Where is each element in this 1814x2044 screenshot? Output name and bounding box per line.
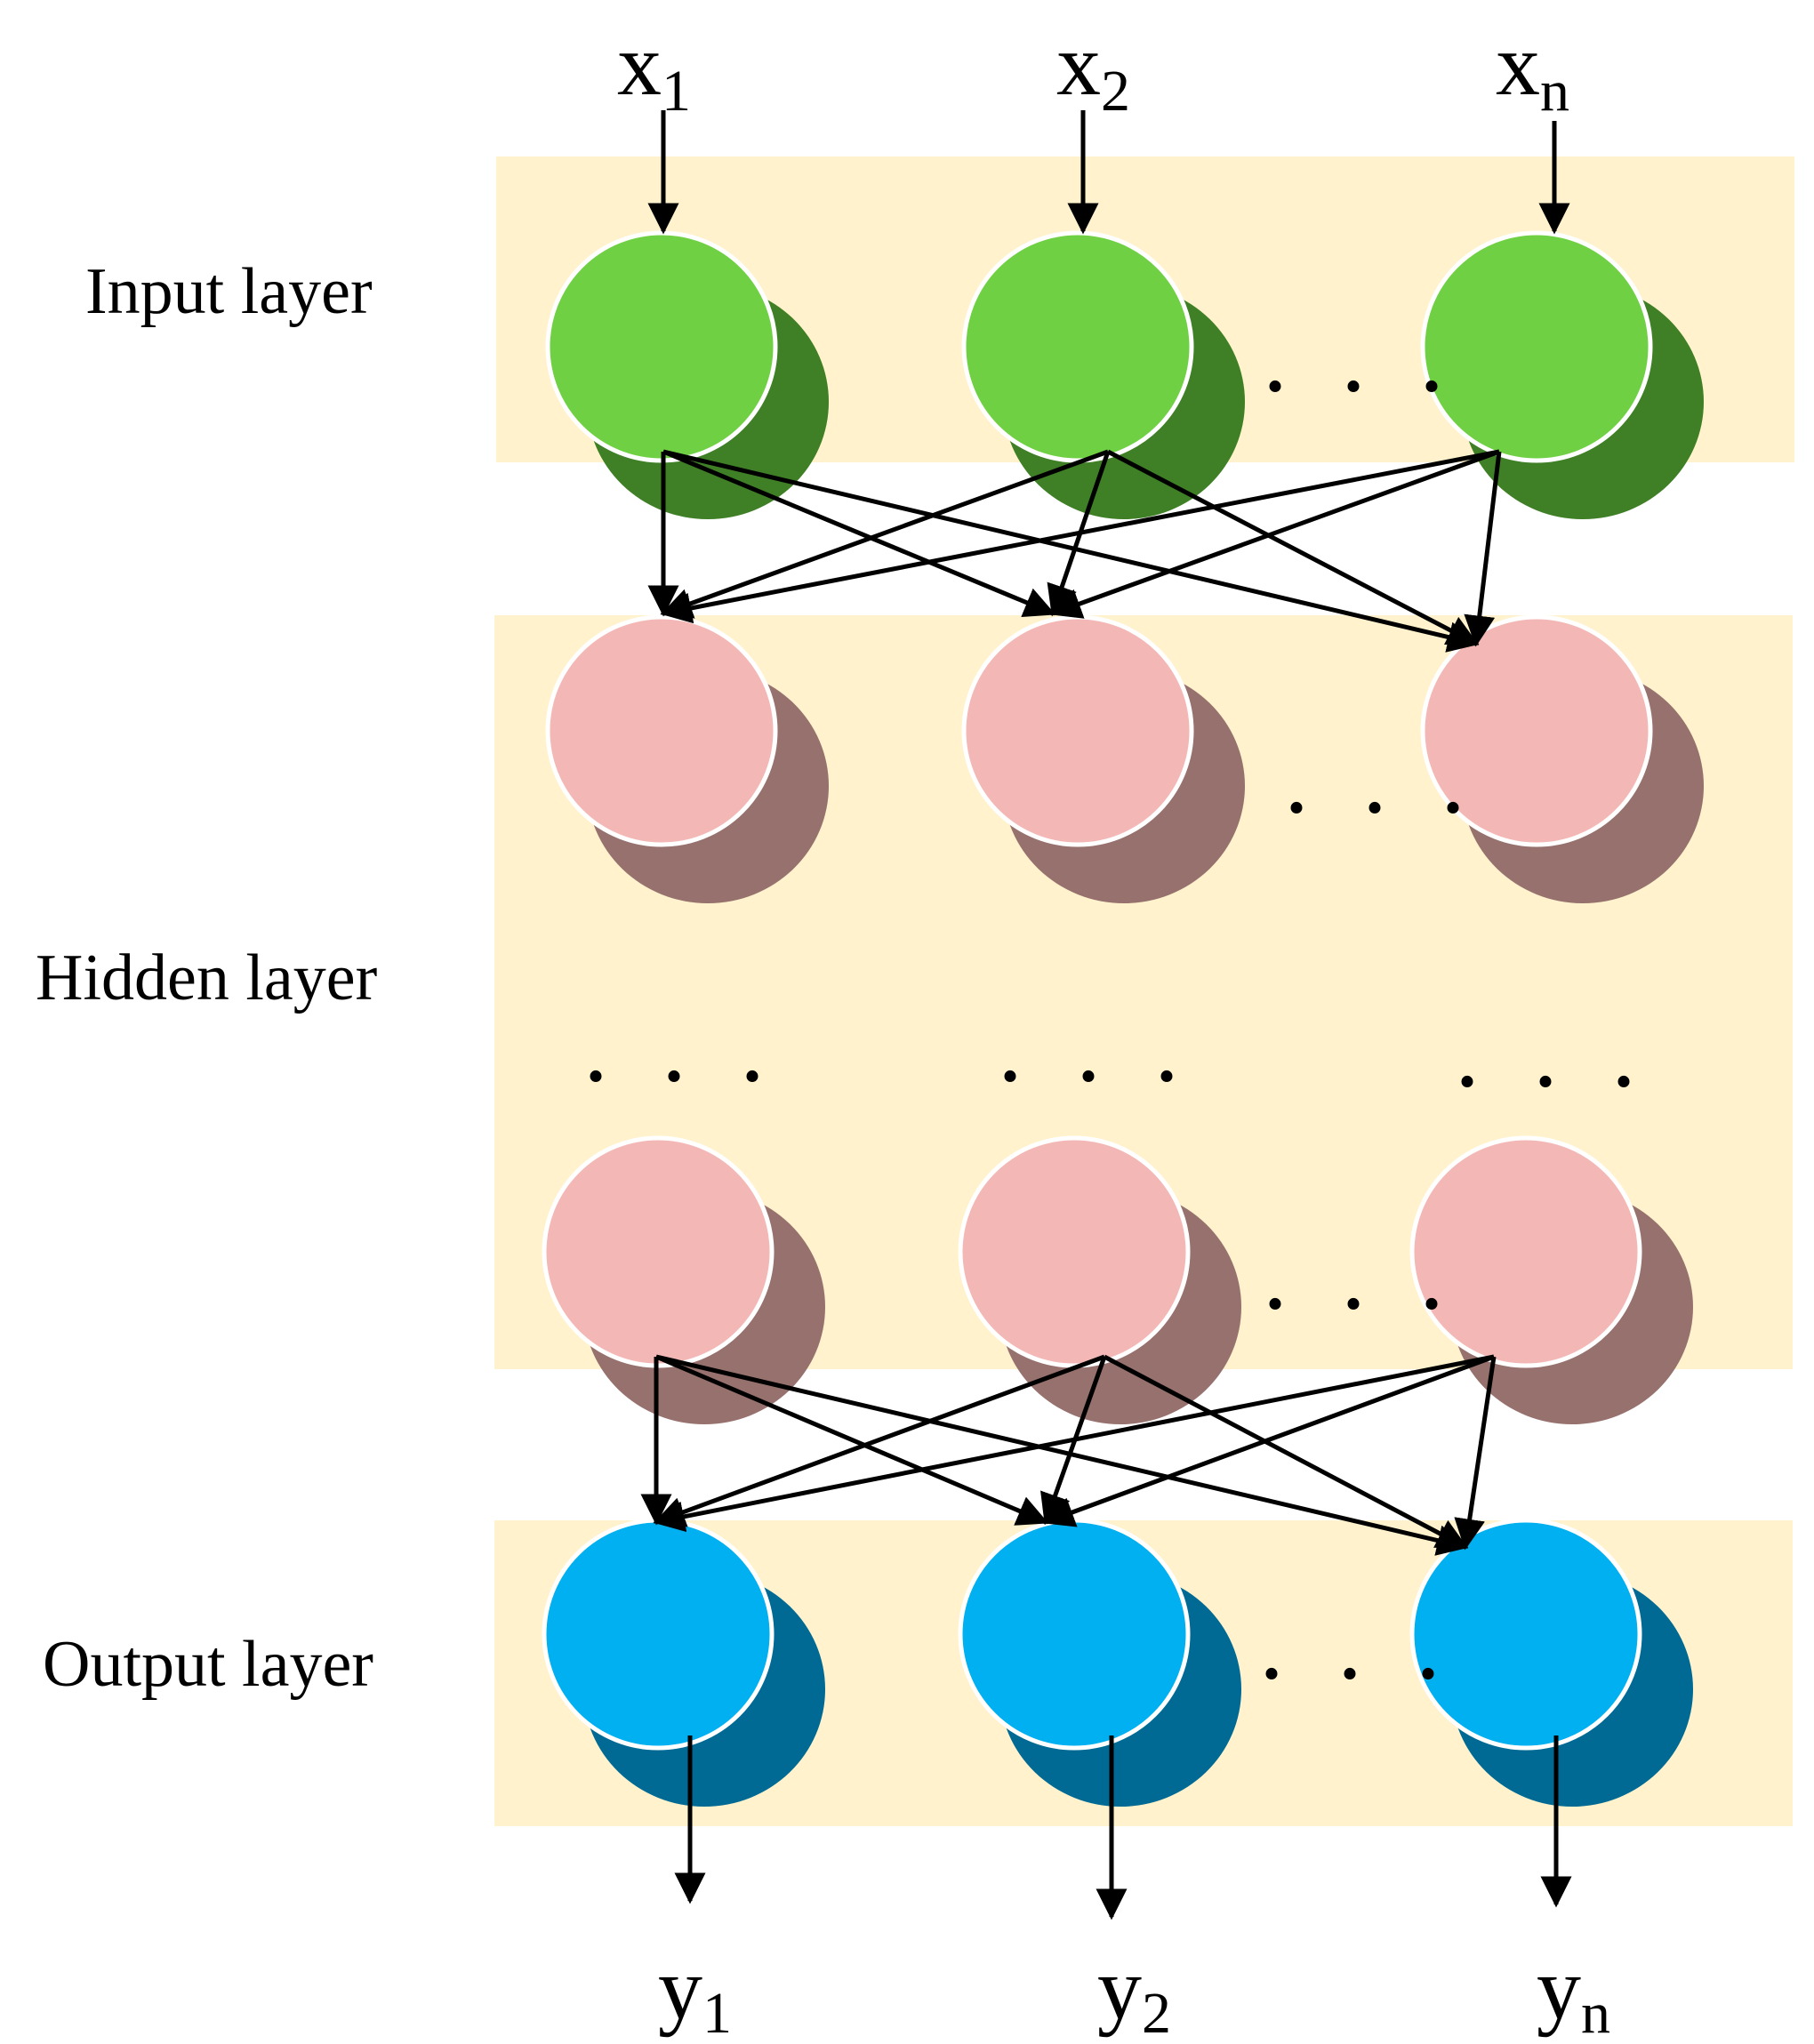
output-label-y2: y2 [1097, 1939, 1171, 2044]
output-node-2 [958, 1518, 1191, 1751]
edge-input-1-to-hidden-3 [662, 449, 1480, 653]
nodes-group [542, 230, 1704, 1807]
output-y1-base: y [658, 1939, 702, 2038]
output-y2-sub: 2 [1142, 1981, 1171, 2044]
output-y2-base: y [1097, 1939, 1142, 2038]
edge-hidden-1-to-output-3 [655, 1354, 1469, 1556]
edge-input-3-to-hidden-1 [660, 449, 1500, 624]
output-y1-sub: 1 [702, 1981, 732, 2044]
input-label-xn: xn [1496, 15, 1569, 124]
arrows-group [640, 110, 1572, 1920]
hidden-column-1-ellipsis: . . . [587, 1019, 783, 1097]
input-x1-base: x [617, 15, 662, 114]
input-x1-sub: 1 [662, 59, 691, 124]
edge-hidden-2-to-output-1 [653, 1354, 1105, 1527]
input-x2-base: x [1056, 15, 1101, 114]
input-layer-ellipsis: . . . [1266, 329, 1462, 407]
output-layer-label: Output layer [43, 1628, 373, 1701]
hidden-column-3-ellipsis: . . . [1458, 1024, 1654, 1102]
edge-input-2-to-hidden-3 [1106, 449, 1480, 646]
input-node-1 [545, 230, 778, 463]
edge-hidden-3-to-output-1 [653, 1354, 1495, 1533]
hidden-2-node-2 [958, 1135, 1191, 1368]
output-label-y1: y1 [658, 1939, 732, 2044]
input-node-2 [961, 230, 1194, 463]
input-xn-sub: n [1540, 59, 1569, 124]
hidden-2-node-1 [542, 1135, 775, 1368]
edge-input-3-to-hidden-3 [1464, 451, 1502, 647]
hidden-layer-2-ellipsis: . . . [1266, 1246, 1462, 1325]
hidden-layer-1-ellipsis: . . . [1288, 750, 1483, 829]
input-xn-base: x [1496, 15, 1540, 114]
output-label-yn: yn [1537, 1939, 1610, 2044]
output-yn-base: y [1537, 1939, 1581, 2038]
output-layer-ellipsis: . . . [1263, 1616, 1458, 1695]
edge-hidden-3-to-output-2 [1042, 1354, 1495, 1527]
input-label-x1: x1 [617, 15, 691, 124]
output-node-1 [542, 1518, 775, 1751]
output-yn-sub: n [1581, 1981, 1610, 2044]
input-label-x2: x2 [1056, 15, 1130, 124]
input-layer-label: Input layer [85, 255, 373, 328]
edge-input-1-to-hidden-2 [662, 449, 1056, 618]
hidden-1-node-3 [1420, 614, 1653, 847]
edge-input-3-to-hidden-2 [1049, 449, 1500, 619]
hidden-2-node-3 [1409, 1135, 1642, 1368]
edge-hidden-1-to-output-2 [655, 1354, 1049, 1526]
edge-input-2-to-hidden-1 [660, 449, 1109, 619]
hidden-layer-label: Hidden layer [36, 942, 377, 1014]
hidden-1-node-2 [961, 614, 1194, 847]
edge-hidden-3-to-output-3 [1454, 1356, 1497, 1551]
edge-hidden-2-to-output-3 [1103, 1354, 1469, 1550]
input-node-3 [1420, 230, 1653, 463]
output-node-3 [1409, 1518, 1642, 1751]
input-x2-sub: 2 [1101, 59, 1130, 124]
hidden-column-2-ellipsis: . . . [1001, 1019, 1197, 1097]
hidden-1-node-1 [545, 614, 778, 847]
